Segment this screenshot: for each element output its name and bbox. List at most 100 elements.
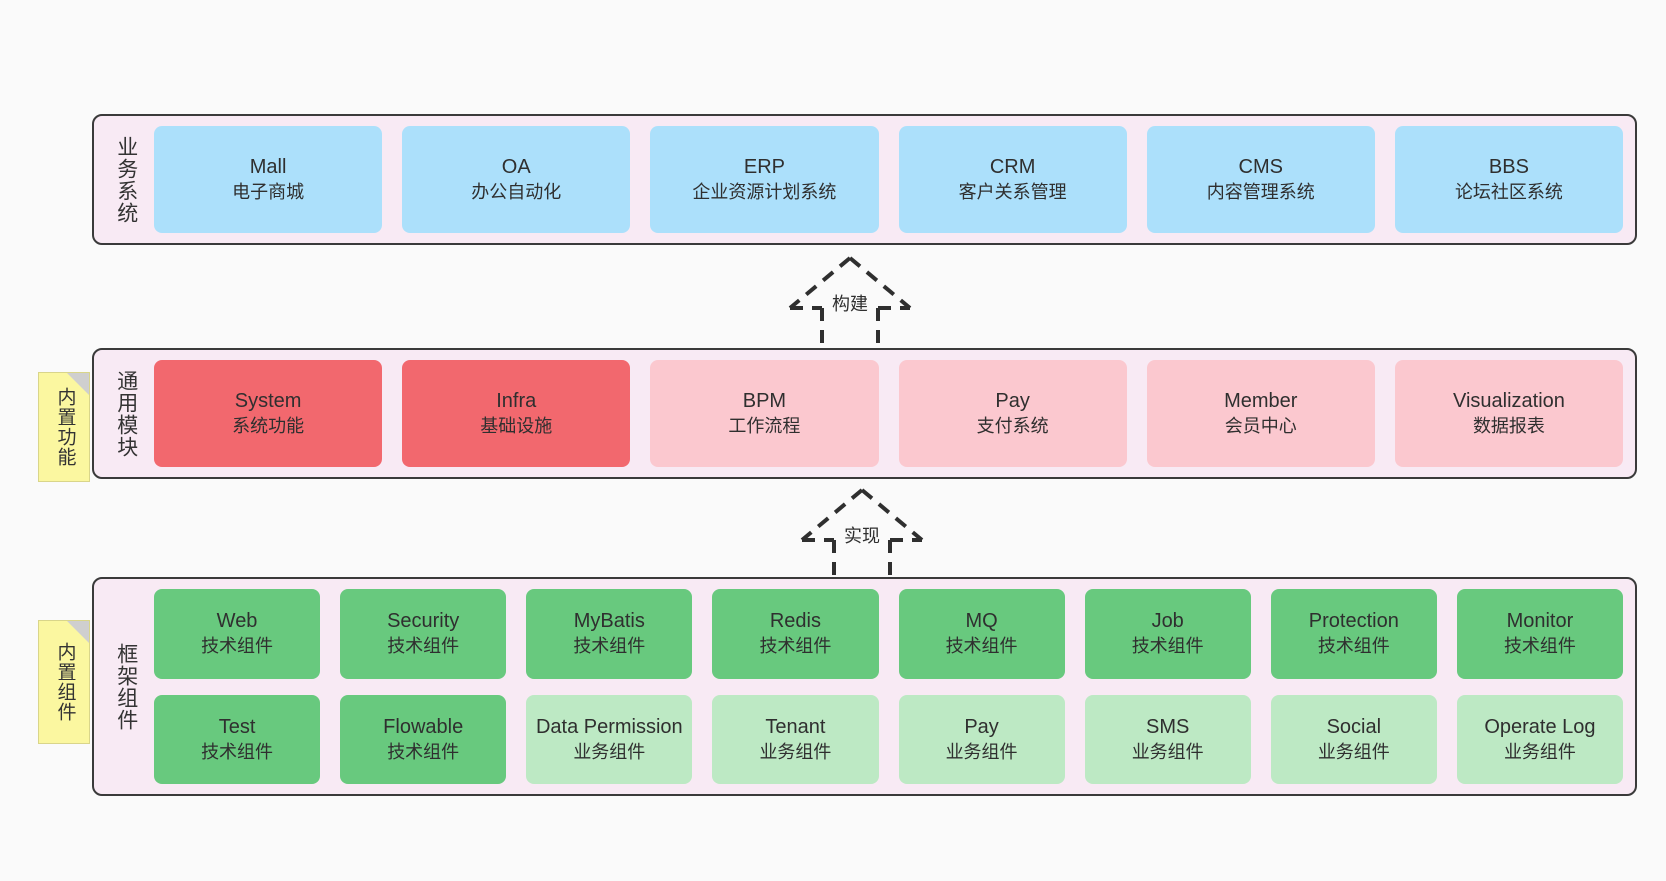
card-title: SMS <box>1146 715 1190 738</box>
card-title: Test <box>218 715 256 738</box>
card-bbs[interactable]: BBS 论坛社区系统 <box>1394 126 1624 233</box>
card-subtitle: 业务组件 <box>759 741 832 762</box>
card-title: Infra <box>496 390 537 413</box>
connector-label-build: 构建 <box>832 294 868 314</box>
card-subtitle: 工作流程 <box>728 415 801 436</box>
card-subtitle: 业务组件 <box>945 741 1018 762</box>
layer-body-business: Mall 电子商城 OA 办公自动化 ERP 企业资源计划系统 CRM 客户关系… <box>154 126 1624 233</box>
card-title: MyBatis <box>573 610 645 633</box>
card-subtitle: 技术组件 <box>201 741 274 762</box>
card-title: Member <box>1224 390 1298 413</box>
card-pay[interactable]: Pay 支付系统 <box>898 360 1127 467</box>
card-subtitle: 技术组件 <box>201 636 274 657</box>
card-infra[interactable]: Infra 基础设施 <box>402 360 631 467</box>
card-title: Pay <box>964 715 999 738</box>
card-title: Operate Log <box>1484 715 1596 738</box>
card-mybatis[interactable]: MyBatis 技术组件 <box>526 589 693 679</box>
layer-title-framework: 框架组件 <box>114 642 138 731</box>
card-title: Flowable <box>383 715 464 738</box>
connector-label-implement: 实现 <box>844 526 880 546</box>
layer-body-common: System 系统功能 Infra 基础设施 BPM 工作流程 Pay 支付系统… <box>154 360 1624 467</box>
sticky-note-builtin-components[interactable]: 内置组件 <box>38 620 90 744</box>
card-title: Pay <box>995 390 1030 413</box>
card-subtitle: 论坛社区系统 <box>1454 181 1563 202</box>
card-subtitle: 技术组件 <box>1503 636 1576 657</box>
card-pay-component[interactable]: Pay 业务组件 <box>898 694 1065 784</box>
card-flowable[interactable]: Flowable 技术组件 <box>340 694 507 784</box>
card-title: CRM <box>989 156 1036 179</box>
layer-business-systems: 业务系统 Mall 电子商城 OA 办公自动化 ERP 企业资源计划系统 CRM… <box>92 114 1637 245</box>
layer-body-framework: Web 技术组件 Security 技术组件 MyBatis 技术组件 Redi… <box>154 589 1623 784</box>
card-subtitle: 企业资源计划系统 <box>692 181 837 202</box>
card-title: Social <box>1326 715 1382 738</box>
layer-title-business: 业务系统 <box>114 135 138 224</box>
card-test[interactable]: Test 技术组件 <box>154 694 321 784</box>
card-security[interactable]: Security 技术组件 <box>340 589 507 679</box>
card-title: System <box>234 390 302 413</box>
card-subtitle: 业务组件 <box>573 741 646 762</box>
card-title: ERP <box>743 156 785 179</box>
card-subtitle: 基础设施 <box>480 415 553 436</box>
card-tenant[interactable]: Tenant 业务组件 <box>712 694 879 784</box>
card-mall[interactable]: Mall 电子商城 <box>154 126 383 233</box>
card-subtitle: 系统功能 <box>232 415 305 436</box>
card-title: Data Permission <box>535 715 683 738</box>
card-operate-log[interactable]: Operate Log 业务组件 <box>1456 694 1623 784</box>
card-title: Tenant <box>765 715 826 738</box>
card-subtitle: 技术组件 <box>387 636 460 657</box>
connector-build: 构建 <box>760 252 940 352</box>
card-title: CMS <box>1238 156 1283 179</box>
card-subtitle: 业务组件 <box>1131 741 1204 762</box>
card-visualization[interactable]: Visualization 数据报表 <box>1394 360 1624 467</box>
card-oa[interactable]: OA 办公自动化 <box>402 126 631 233</box>
card-title: OA <box>501 156 531 179</box>
framework-card-row-2: Test 技术组件 Flowable 技术组件 Data Permission … <box>154 694 1623 784</box>
card-subtitle: 技术组件 <box>1131 636 1204 657</box>
card-title: Job <box>1151 610 1184 633</box>
card-web[interactable]: Web 技术组件 <box>154 589 321 679</box>
framework-card-row-1: Web 技术组件 Security 技术组件 MyBatis 技术组件 Redi… <box>154 589 1623 679</box>
card-social[interactable]: Social 业务组件 <box>1270 694 1437 784</box>
common-card-row: System 系统功能 Infra 基础设施 BPM 工作流程 Pay 支付系统… <box>154 360 1624 467</box>
card-subtitle: 会员中心 <box>1224 415 1297 436</box>
card-title: Security <box>387 610 460 633</box>
card-title: BPM <box>742 390 787 413</box>
card-title: BBS <box>1488 156 1529 179</box>
card-protection[interactable]: Protection 技术组件 <box>1270 589 1437 679</box>
sticky-note-builtin-functions[interactable]: 内置功能 <box>38 372 90 482</box>
card-redis[interactable]: Redis 技术组件 <box>712 589 879 679</box>
card-mq[interactable]: MQ 技术组件 <box>898 589 1065 679</box>
card-cms[interactable]: CMS 内容管理系统 <box>1146 126 1375 233</box>
card-subtitle: 技术组件 <box>387 741 460 762</box>
card-subtitle: 业务组件 <box>1317 741 1390 762</box>
business-card-row: Mall 电子商城 OA 办公自动化 ERP 企业资源计划系统 CRM 客户关系… <box>154 126 1624 233</box>
card-subtitle: 电子商城 <box>232 181 305 202</box>
connector-implement: 实现 <box>772 484 952 584</box>
card-bpm[interactable]: BPM 工作流程 <box>650 360 879 467</box>
card-erp[interactable]: ERP 企业资源计划系统 <box>650 126 879 233</box>
card-title: Mall <box>249 156 287 179</box>
card-member[interactable]: Member 会员中心 <box>1146 360 1375 467</box>
card-subtitle: 业务组件 <box>1503 741 1576 762</box>
card-subtitle: 技术组件 <box>573 636 646 657</box>
card-job[interactable]: Job 技术组件 <box>1084 589 1251 679</box>
card-subtitle: 技术组件 <box>1317 636 1390 657</box>
layer-common-modules: 通用模块 System 系统功能 Infra 基础设施 BPM 工作流程 Pay… <box>92 348 1637 479</box>
card-title: Protection <box>1308 610 1399 633</box>
card-subtitle: 支付系统 <box>976 415 1049 436</box>
card-data-permission[interactable]: Data Permission 业务组件 <box>526 694 693 784</box>
card-sms[interactable]: SMS 业务组件 <box>1084 694 1251 784</box>
card-subtitle: 内容管理系统 <box>1206 181 1315 202</box>
card-crm[interactable]: CRM 客户关系管理 <box>898 126 1127 233</box>
card-system[interactable]: System 系统功能 <box>154 360 383 467</box>
card-subtitle: 办公自动化 <box>471 181 562 202</box>
card-monitor[interactable]: Monitor 技术组件 <box>1456 589 1623 679</box>
card-title: MQ <box>965 610 998 633</box>
layer-framework-components: 框架组件 Web 技术组件 Security 技术组件 MyBatis 技术组件… <box>92 577 1637 796</box>
card-title: Monitor <box>1506 610 1574 633</box>
card-title: Redis <box>769 610 821 633</box>
card-title: Web <box>216 610 258 633</box>
layer-title-common: 通用模块 <box>114 369 138 458</box>
card-subtitle: 客户关系管理 <box>958 181 1067 202</box>
